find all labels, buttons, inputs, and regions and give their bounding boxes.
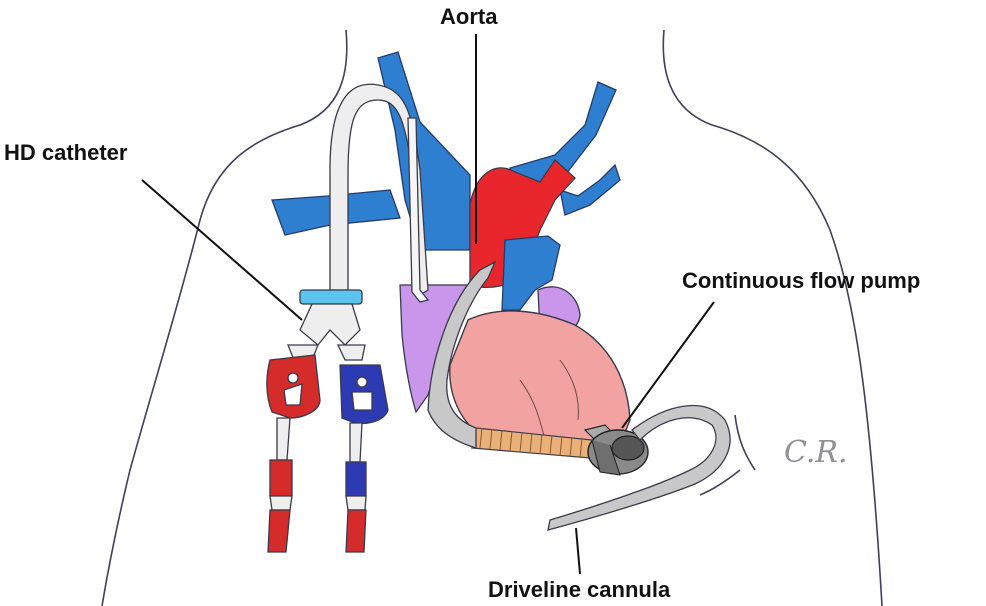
- driveline-cannula-tube: [547, 404, 731, 531]
- leader-lines: [141, 34, 715, 575]
- aorta: [469, 159, 576, 288]
- artist-signature: C.R.: [784, 435, 848, 470]
- label-continuous-flow-pump: Continuous flow pump: [682, 268, 920, 293]
- great-veins: [271, 51, 621, 251]
- hd-catheter: [266, 83, 430, 553]
- label-hd-catheter: HD catheter: [4, 140, 128, 165]
- body-outline: [101, 29, 883, 606]
- label-driveline-cannula: Driveline cannula: [488, 577, 671, 602]
- outflow-cannula: [427, 260, 497, 449]
- pulmonary-vessel: [501, 235, 561, 311]
- continuous-flow-pump: [583, 424, 649, 476]
- label-aorta: Aorta: [440, 4, 498, 29]
